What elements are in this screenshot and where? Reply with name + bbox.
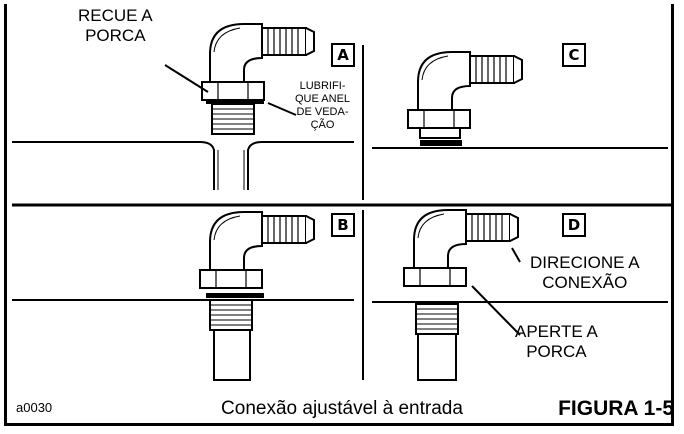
panel-c-fitting bbox=[372, 51, 668, 149]
figure-code: a0030 bbox=[16, 400, 53, 415]
figure-label: FIGURA 1-5 bbox=[558, 397, 674, 420]
panel-c-letter: C bbox=[562, 43, 586, 67]
panel-a-fitting bbox=[12, 23, 354, 190]
panel-a-label-side: LUBRIFI- QUE ANEL DE VEDA- ÇÃO bbox=[295, 80, 351, 131]
panel-d-letter: D bbox=[562, 213, 586, 237]
figure-caption: Conexão ajustável à entrada bbox=[221, 398, 463, 419]
panel-d-fitting bbox=[372, 209, 668, 381]
panel-b-letter: B bbox=[331, 213, 355, 237]
panel-b-fitting bbox=[12, 211, 354, 381]
panel-a-letter: A bbox=[331, 43, 355, 67]
panel-d-label-upper: DIRECIONE A CONEXÃO bbox=[530, 253, 640, 292]
figure-frame bbox=[4, 4, 674, 426]
panel-a-label-top: RECUE A PORCA bbox=[78, 6, 153, 45]
panel-d-label-lower: APERTE A PORCA bbox=[515, 322, 598, 361]
